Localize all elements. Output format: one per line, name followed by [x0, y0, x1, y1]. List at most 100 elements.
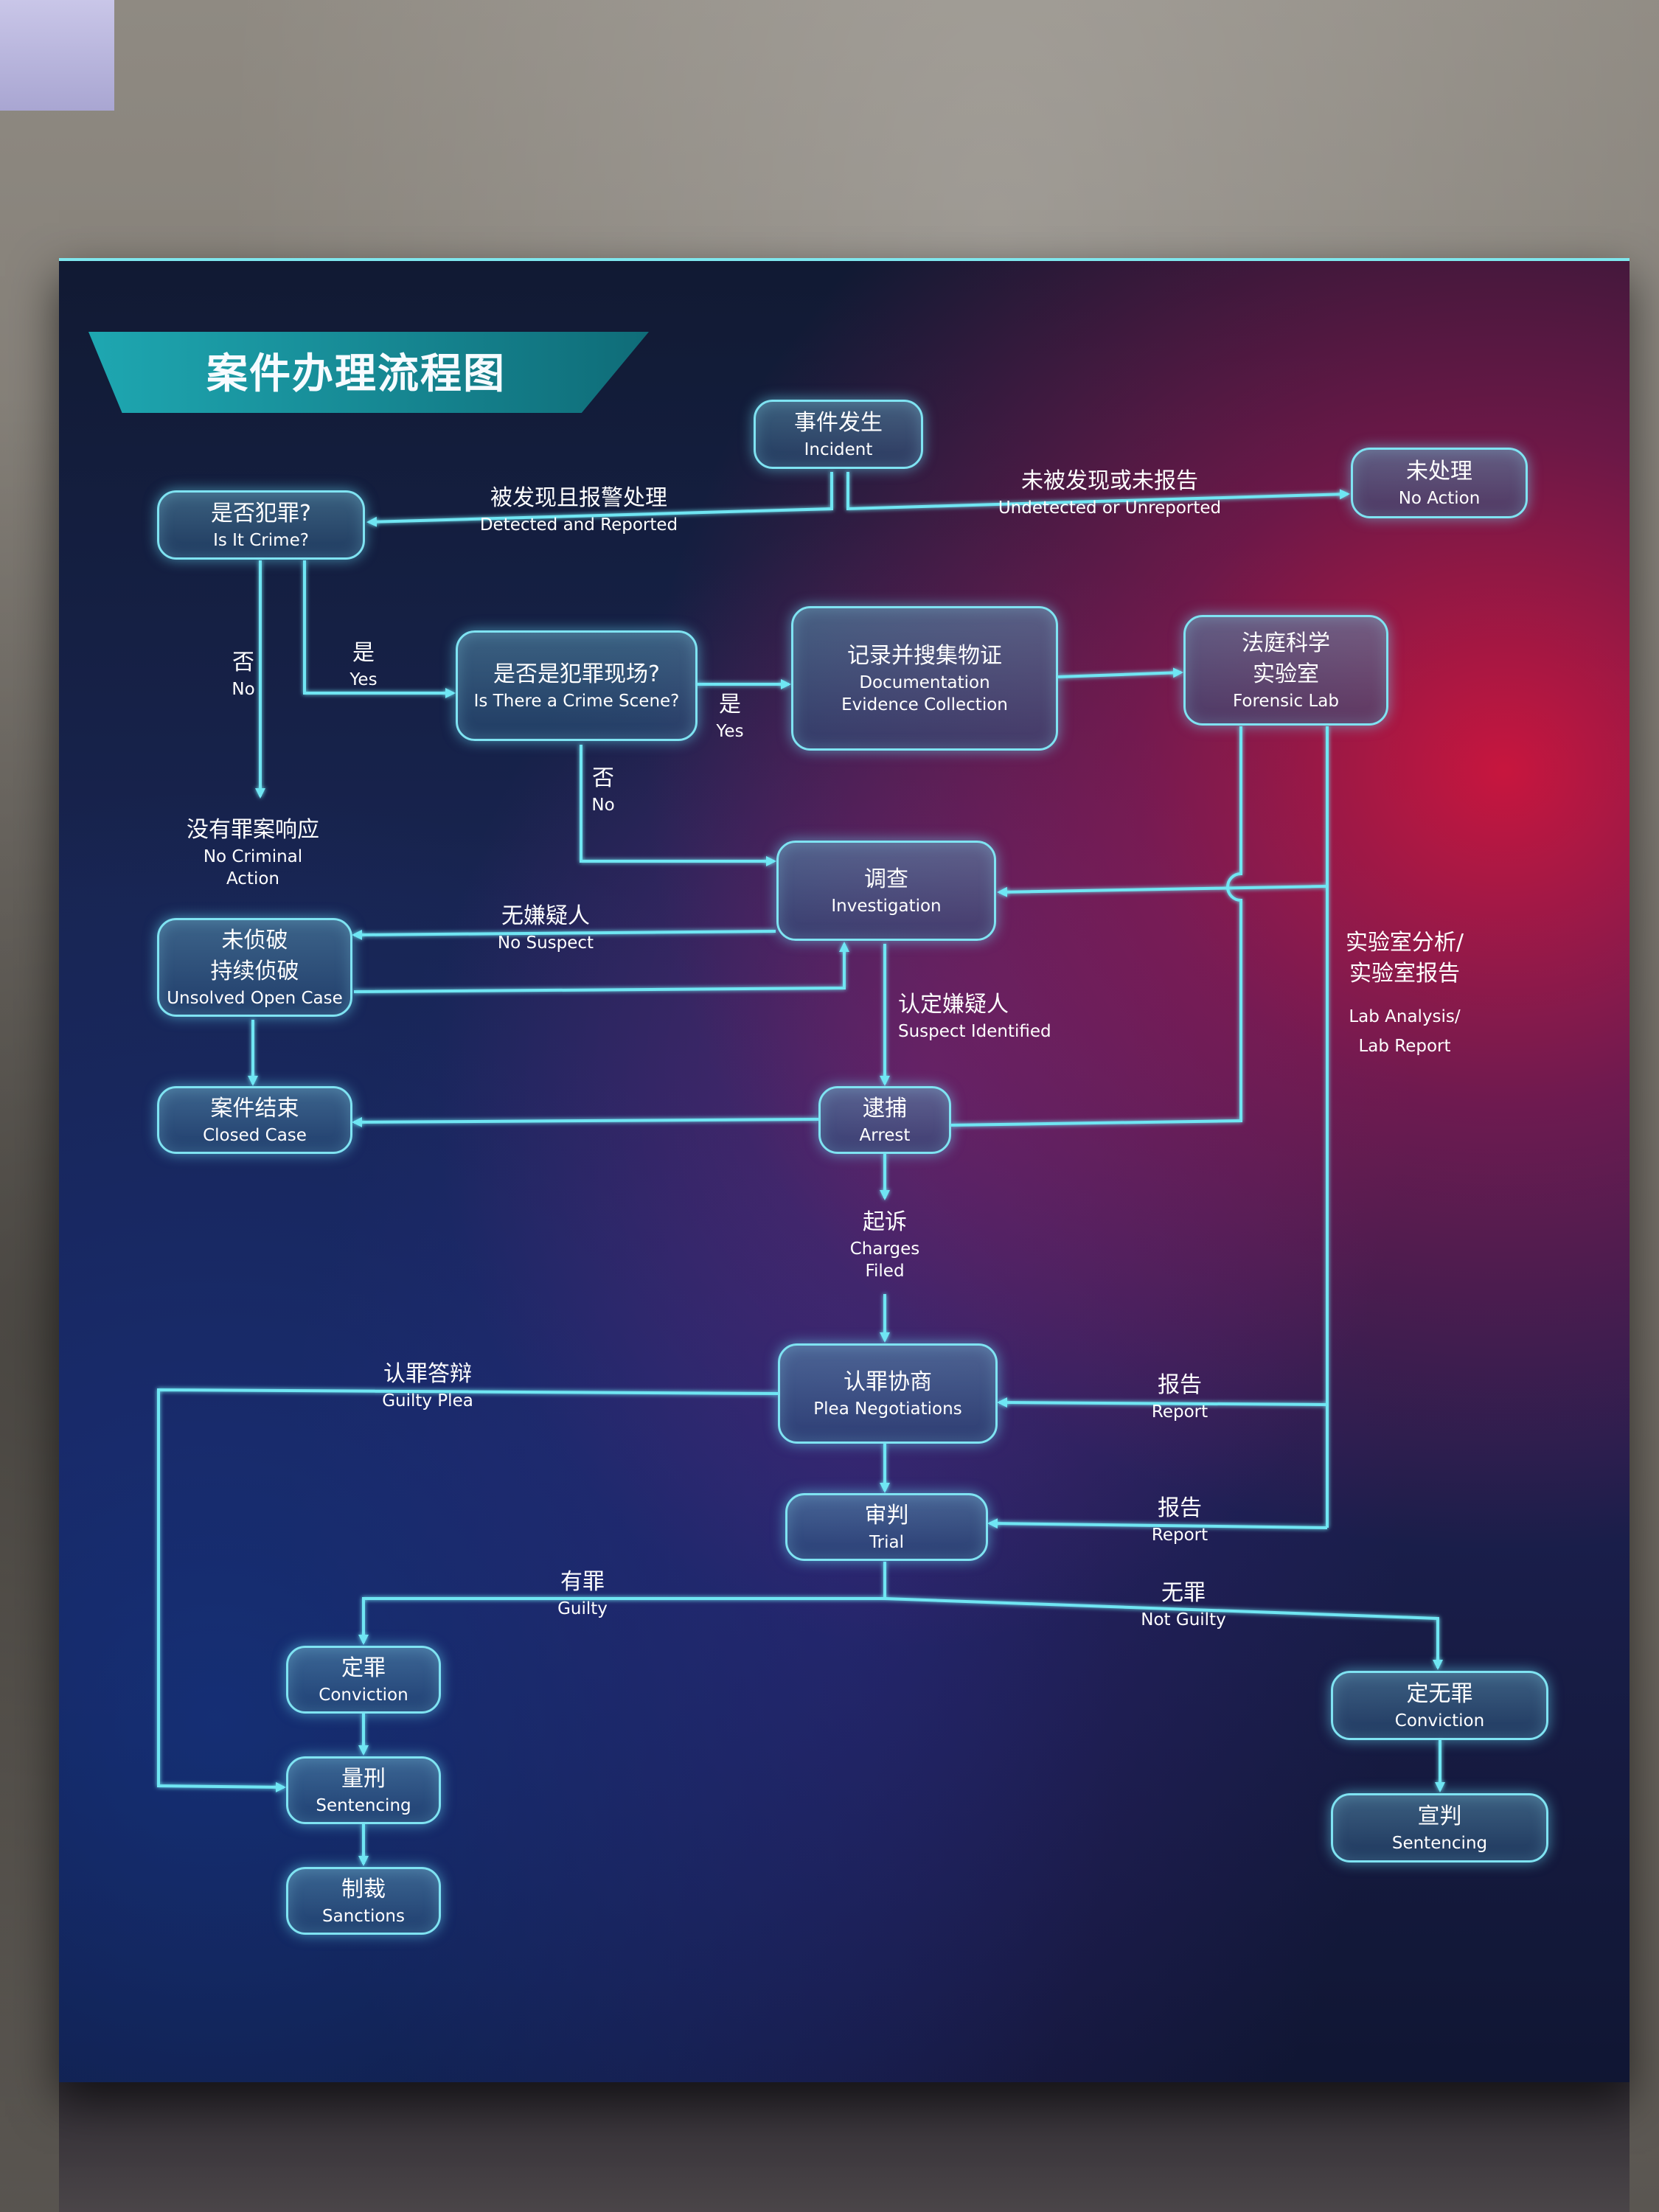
line-scene-investigation: [580, 745, 776, 866]
label-no-1: 否 No: [221, 647, 265, 700]
node-closed-case-en: Closed Case: [203, 1126, 307, 1145]
node-forensic-lab-zh2: 实验室: [1253, 661, 1319, 687]
label-not-guilty: 无罪 Not Guilty: [1121, 1578, 1246, 1631]
node-incident-en: Incident: [804, 440, 873, 459]
wall-light-patch: [0, 0, 114, 111]
node-closed-case-zh: 案件结束: [210, 1096, 299, 1121]
label-no-2-zh: 否: [592, 765, 614, 791]
label-report-1-en: Report: [1151, 1402, 1208, 1422]
line-arrest-closed: [352, 1116, 819, 1127]
label-charges-en1: Charges: [849, 1239, 920, 1259]
label-yes-2-zh: 是: [719, 692, 741, 717]
label-undetected-zh: 未被发现或未报告: [1021, 468, 1198, 494]
label-no-criminal-en1: No Criminal: [203, 847, 303, 866]
node-acquittal[interactable]: 定无罪 Conviction: [1331, 1671, 1548, 1740]
label-no-suspect-zh: 无嫌疑人: [501, 903, 590, 929]
node-forensic-lab-zh1: 法庭科学: [1242, 630, 1330, 656]
label-guilty-zh: 有罪: [560, 1569, 605, 1595]
label-report-2-zh: 报告: [1158, 1495, 1202, 1521]
label-guilty-plea-zh: 认罪答辩: [383, 1361, 472, 1387]
label-suspect-identified: 认定嫌疑人 Suspect Identified: [898, 990, 1060, 1043]
line-documentation-forensic: [1057, 667, 1183, 678]
node-forensic-lab[interactable]: 法庭科学 实验室 Forensic Lab: [1183, 615, 1388, 726]
title-band: [88, 332, 649, 413]
node-trial[interactable]: 审判 Trial: [785, 1493, 988, 1561]
node-investigation[interactable]: 调查 Investigation: [776, 841, 996, 941]
node-no-action-zh: 未处理: [1406, 459, 1472, 484]
node-no-action-en: No Action: [1398, 489, 1481, 508]
node-crime-scene[interactable]: 是否是犯罪现场? Is There a Crime Scene?: [456, 630, 698, 741]
node-verdict[interactable]: 宣判 Sentencing: [1331, 1793, 1548, 1863]
label-no-1-en: No: [232, 680, 255, 699]
node-documentation[interactable]: 记录并搜集物证 Documentation Evidence Collectio…: [791, 606, 1058, 751]
label-guilty: 有罪 Guilty: [538, 1567, 627, 1620]
node-conviction-en: Conviction: [319, 1686, 408, 1705]
label-undetected-en: Undetected or Unreported: [998, 498, 1222, 518]
node-incident-zh: 事件发生: [794, 410, 883, 436]
node-documentation-zh: 记录并搜集物证: [847, 643, 1002, 669]
line-crime-scene: [303, 560, 456, 698]
label-guilty-plea: 认罪答辩 Guilty Plea: [354, 1359, 501, 1412]
label-no-suspect: 无嫌疑人 No Suspect: [472, 901, 619, 954]
node-plea-negotiations[interactable]: 认罪协商 Plea Negotiations: [778, 1343, 998, 1444]
label-guilty-plea-en: Guilty Plea: [382, 1391, 473, 1411]
label-charges-zh: 起诉: [863, 1209, 907, 1235]
node-trial-en: Trial: [869, 1533, 904, 1552]
label-report-1: 报告 Report: [1135, 1370, 1224, 1423]
label-lab-analysis-en2: Lab Report: [1358, 1037, 1451, 1056]
node-sentencing-zh: 量刑: [341, 1766, 386, 1792]
label-not-guilty-en: Not Guilty: [1141, 1610, 1226, 1630]
label-detected-en: Detected and Reported: [479, 515, 678, 535]
node-arrest[interactable]: 逮捕 Arrest: [818, 1086, 951, 1154]
label-suspect-identified-en: Suspect Identified: [898, 1022, 1051, 1041]
label-report-1-zh: 报告: [1158, 1372, 1202, 1398]
node-acquittal-en: Conviction: [1394, 1711, 1485, 1731]
node-arrest-zh: 逮捕: [863, 1096, 907, 1121]
label-detected: 被发现且报警处理 Detected and Reported: [472, 483, 686, 536]
label-detected-zh: 被发现且报警处理: [490, 485, 667, 511]
node-no-action[interactable]: 未处理 No Action: [1351, 448, 1528, 518]
node-documentation-en2: Evidence Collection: [841, 695, 1008, 714]
label-no-1-zh: 否: [232, 650, 254, 675]
node-sentencing-en: Sentencing: [316, 1796, 411, 1815]
node-forensic-lab-en: Forensic Lab: [1233, 692, 1339, 711]
label-lab-analysis-zh1: 实验室分析/: [1345, 930, 1464, 956]
label-yes-1-zh: 是: [352, 640, 375, 666]
label-no-criminal-zh: 没有罪案响应: [187, 817, 319, 843]
node-investigation-en: Investigation: [831, 897, 942, 916]
node-is-crime-en: Is It Crime?: [213, 531, 309, 550]
line-guilty: [358, 1597, 885, 1645]
node-sanctions-en: Sanctions: [322, 1907, 405, 1926]
label-not-guilty-zh: 无罪: [1161, 1580, 1206, 1606]
node-unsolved[interactable]: 未侦破 持续侦破 Unsolved Open Case: [157, 918, 352, 1017]
line-incident-detected: [366, 472, 833, 527]
node-investigation-zh: 调查: [864, 866, 908, 892]
line-report-trial: [987, 1518, 1328, 1529]
node-crime-scene-zh: 是否是犯罪现场?: [493, 661, 660, 687]
node-incident[interactable]: 事件发生 Incident: [754, 400, 923, 469]
node-conviction[interactable]: 定罪 Conviction: [286, 1646, 441, 1714]
node-plea-zh: 认罪协商: [844, 1369, 932, 1395]
label-yes-2: 是 Yes: [708, 689, 752, 742]
line-guilty-plea: [157, 1388, 779, 1792]
label-no-2: 否 No: [581, 763, 625, 816]
label-no-suspect-en: No Suspect: [497, 933, 594, 953]
line-forensic-investigation: [997, 885, 1328, 897]
label-no-criminal-en2: Action: [226, 869, 280, 888]
node-trial-zh: 审判: [864, 1503, 909, 1528]
node-closed-case[interactable]: 案件结束 Closed Case: [157, 1086, 352, 1154]
node-unsolved-zh2: 持续侦破: [210, 959, 299, 984]
node-sanctions-zh: 制裁: [341, 1877, 386, 1902]
node-conviction-zh: 定罪: [341, 1655, 386, 1681]
label-undetected: 未被发现或未报告 Undetected or Unreported: [988, 466, 1231, 519]
line-forensic-arrest: [950, 726, 1242, 1127]
node-sentencing[interactable]: 量刑 Sentencing: [286, 1756, 441, 1824]
line-not-guilty: [884, 1597, 1443, 1670]
node-sanctions[interactable]: 制裁 Sanctions: [286, 1867, 441, 1935]
label-no-criminal-action: 没有罪案响应 No Criminal Action: [172, 815, 334, 890]
label-report-2-en: Report: [1151, 1526, 1208, 1545]
label-lab-analysis-zh2: 实验室报告: [1349, 961, 1460, 987]
node-is-crime[interactable]: 是否犯罪? Is It Crime?: [157, 490, 365, 560]
label-report-2: 报告 Report: [1135, 1493, 1224, 1546]
